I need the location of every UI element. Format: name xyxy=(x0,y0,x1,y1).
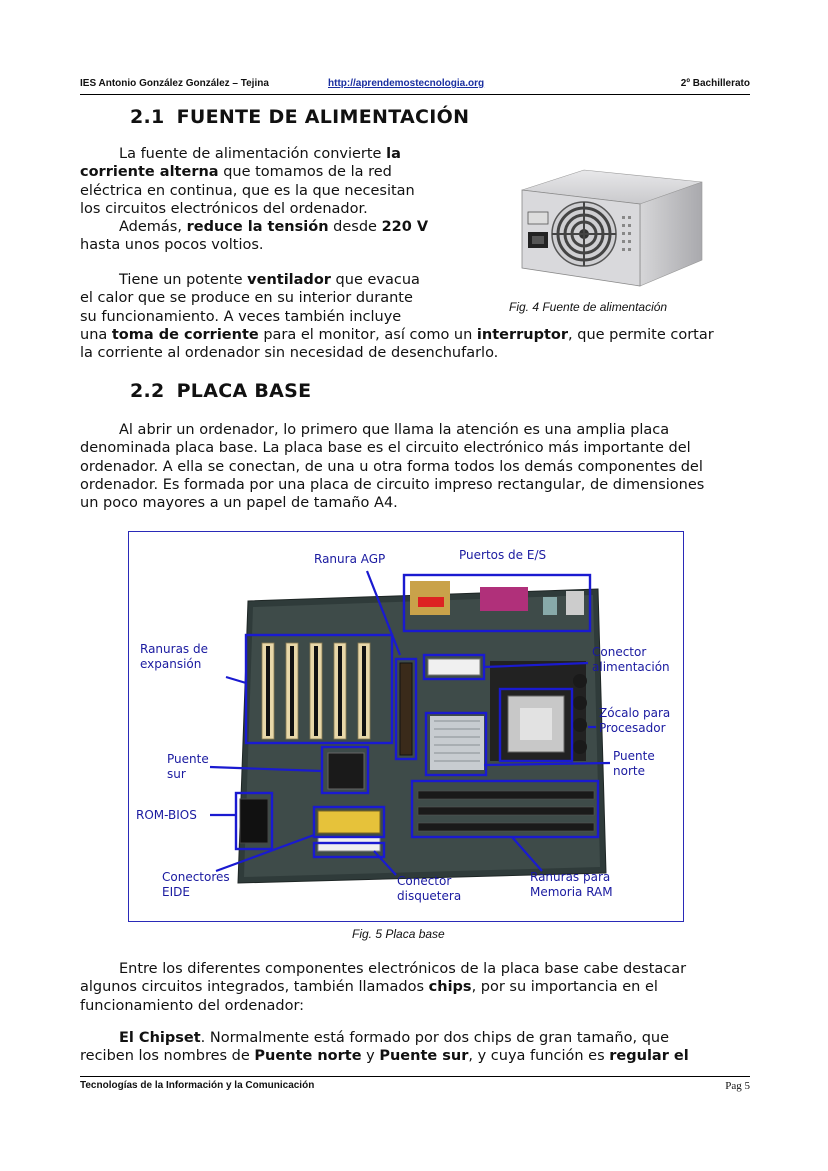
paragraph-motherboard-1: Al abrir un ordenador, lo primero que ll… xyxy=(80,422,705,512)
header-link[interactable]: http://aprendemostecnologia.org xyxy=(328,78,485,89)
page-number: Pag 5 xyxy=(725,1080,750,1092)
page-footer: Tecnologías de la Información y la Comun… xyxy=(80,1080,750,1094)
section-heading-2-2: 2.2 PLACA BASE xyxy=(130,380,311,402)
label-rom-bios: ROM-BIOS xyxy=(136,808,197,822)
header-rule xyxy=(80,94,750,95)
label-io-ports: Puertos de E/S xyxy=(459,548,547,562)
section-number: 2.2 xyxy=(130,380,165,402)
paragraph-chipset: El Chipset. Normalmente está formado por… xyxy=(80,1030,689,1065)
header-school: IES Antonio González González – Tejina xyxy=(80,78,269,89)
psu-fan-icon xyxy=(551,201,617,267)
section-heading-2-1: 2.1 FUENTE DE ALIMENTACIÓN xyxy=(130,106,469,128)
label-agp-slot: Ranura AGP xyxy=(314,552,386,566)
power-supply-image xyxy=(521,169,703,287)
header-course: 2º Bachillerato xyxy=(680,78,750,89)
footer-rule xyxy=(80,1076,750,1077)
section-title: PLACA BASE xyxy=(176,380,312,402)
motherboard-image xyxy=(209,570,611,884)
figure-caption-psu: Fig. 4 Fuente de alimentación xyxy=(509,300,668,314)
page-header: IES Antonio González González – Tejina h… xyxy=(80,78,750,94)
footer-subject: Tecnologías de la Información y la Comun… xyxy=(80,1080,315,1091)
paragraph-psu-2: Tiene un potente ventilador que evacua e… xyxy=(80,272,714,362)
section-number: 2.1 xyxy=(130,106,165,128)
section-title: FUENTE DE ALIMENTACIÓN xyxy=(176,106,470,128)
figure-caption-motherboard: Fig. 5 Placa base xyxy=(352,927,445,941)
paragraph-psu-1: La fuente de alimentación convierte la c… xyxy=(80,146,429,254)
paragraph-motherboard-2: Entre los diferentes componentes electró… xyxy=(80,961,687,1014)
